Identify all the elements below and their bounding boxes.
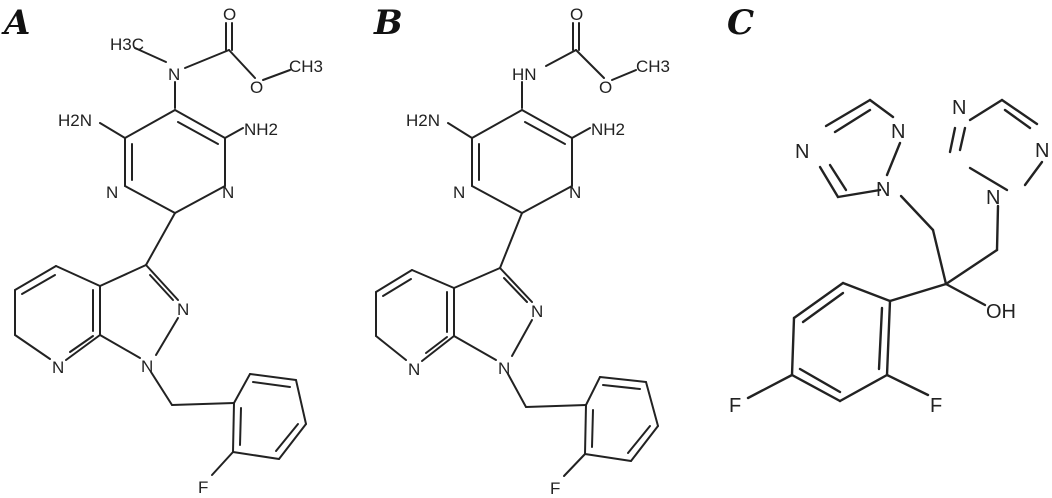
atom-n-pyrazole-1: N xyxy=(141,357,153,376)
atom-o-carbonyl: O xyxy=(223,5,236,24)
atom-tz2-n4: N xyxy=(952,97,966,119)
atom-n-pyrazole-1: N xyxy=(498,359,510,378)
atom-f-para: F xyxy=(729,395,741,417)
atom-o-ester: O xyxy=(250,78,263,97)
panel-b: B xyxy=(373,3,670,498)
atom-f: F xyxy=(198,478,208,497)
atom-tz2-n1: N xyxy=(986,187,1000,209)
atom-ch3: CH3 xyxy=(636,57,670,76)
atom-hn: HN xyxy=(512,65,537,84)
atom-n-pyrazole-2: N xyxy=(177,300,189,319)
atom-oh: OH xyxy=(986,301,1016,323)
panel-label-b: B xyxy=(373,3,403,43)
atom-f: F xyxy=(550,479,560,498)
structure-a-bonds xyxy=(14,22,307,476)
atom-tz2-n2: N xyxy=(1035,140,1049,162)
atom-n-pyrimidine-right: N xyxy=(222,183,234,202)
panel-label-c: C xyxy=(727,3,754,43)
atom-n-pyrimidine-left: N xyxy=(106,183,118,202)
atom-n-pyridine: N xyxy=(408,360,420,379)
atom-h3c: H3C xyxy=(110,35,144,54)
structure-b-bonds xyxy=(375,22,659,477)
structure-c-bonds xyxy=(746,98,1044,403)
atom-tz1-n4: N xyxy=(795,141,809,163)
atom-o-carbonyl: O xyxy=(570,5,583,24)
structure-c-atoms: N N N N N N OH F F xyxy=(729,97,1049,417)
atom-o-ester: O xyxy=(599,78,612,97)
atom-n-pyridine: N xyxy=(52,358,64,377)
atom-tz1-n2: N xyxy=(891,121,905,143)
atom-n-pyrazole-2: N xyxy=(531,302,543,321)
atom-n-pyrimidine-left: N xyxy=(453,183,465,202)
panel-label-a: A xyxy=(1,3,30,43)
atom-f-ortho: F xyxy=(930,395,942,417)
atom-nh2-left: H2N xyxy=(406,111,440,130)
atom-n-pyrimidine-right: N xyxy=(569,183,581,202)
structure-a-atoms: O H3C N O CH3 H2N NH2 N N N N N F xyxy=(52,5,323,497)
atom-nh2-right: NH2 xyxy=(244,120,278,139)
panel-c: C xyxy=(727,3,1049,417)
panel-a: A xyxy=(1,3,323,497)
atom-ch3: CH3 xyxy=(289,57,323,76)
atom-tz1-n1: N xyxy=(876,179,890,201)
structure-b-atoms: O HN O CH3 H2N NH2 N N N N N F xyxy=(406,5,670,498)
atom-nh2-right: NH2 xyxy=(591,120,625,139)
atom-nh2-left: H2N xyxy=(58,111,92,130)
atom-n-methyl: N xyxy=(168,65,180,84)
